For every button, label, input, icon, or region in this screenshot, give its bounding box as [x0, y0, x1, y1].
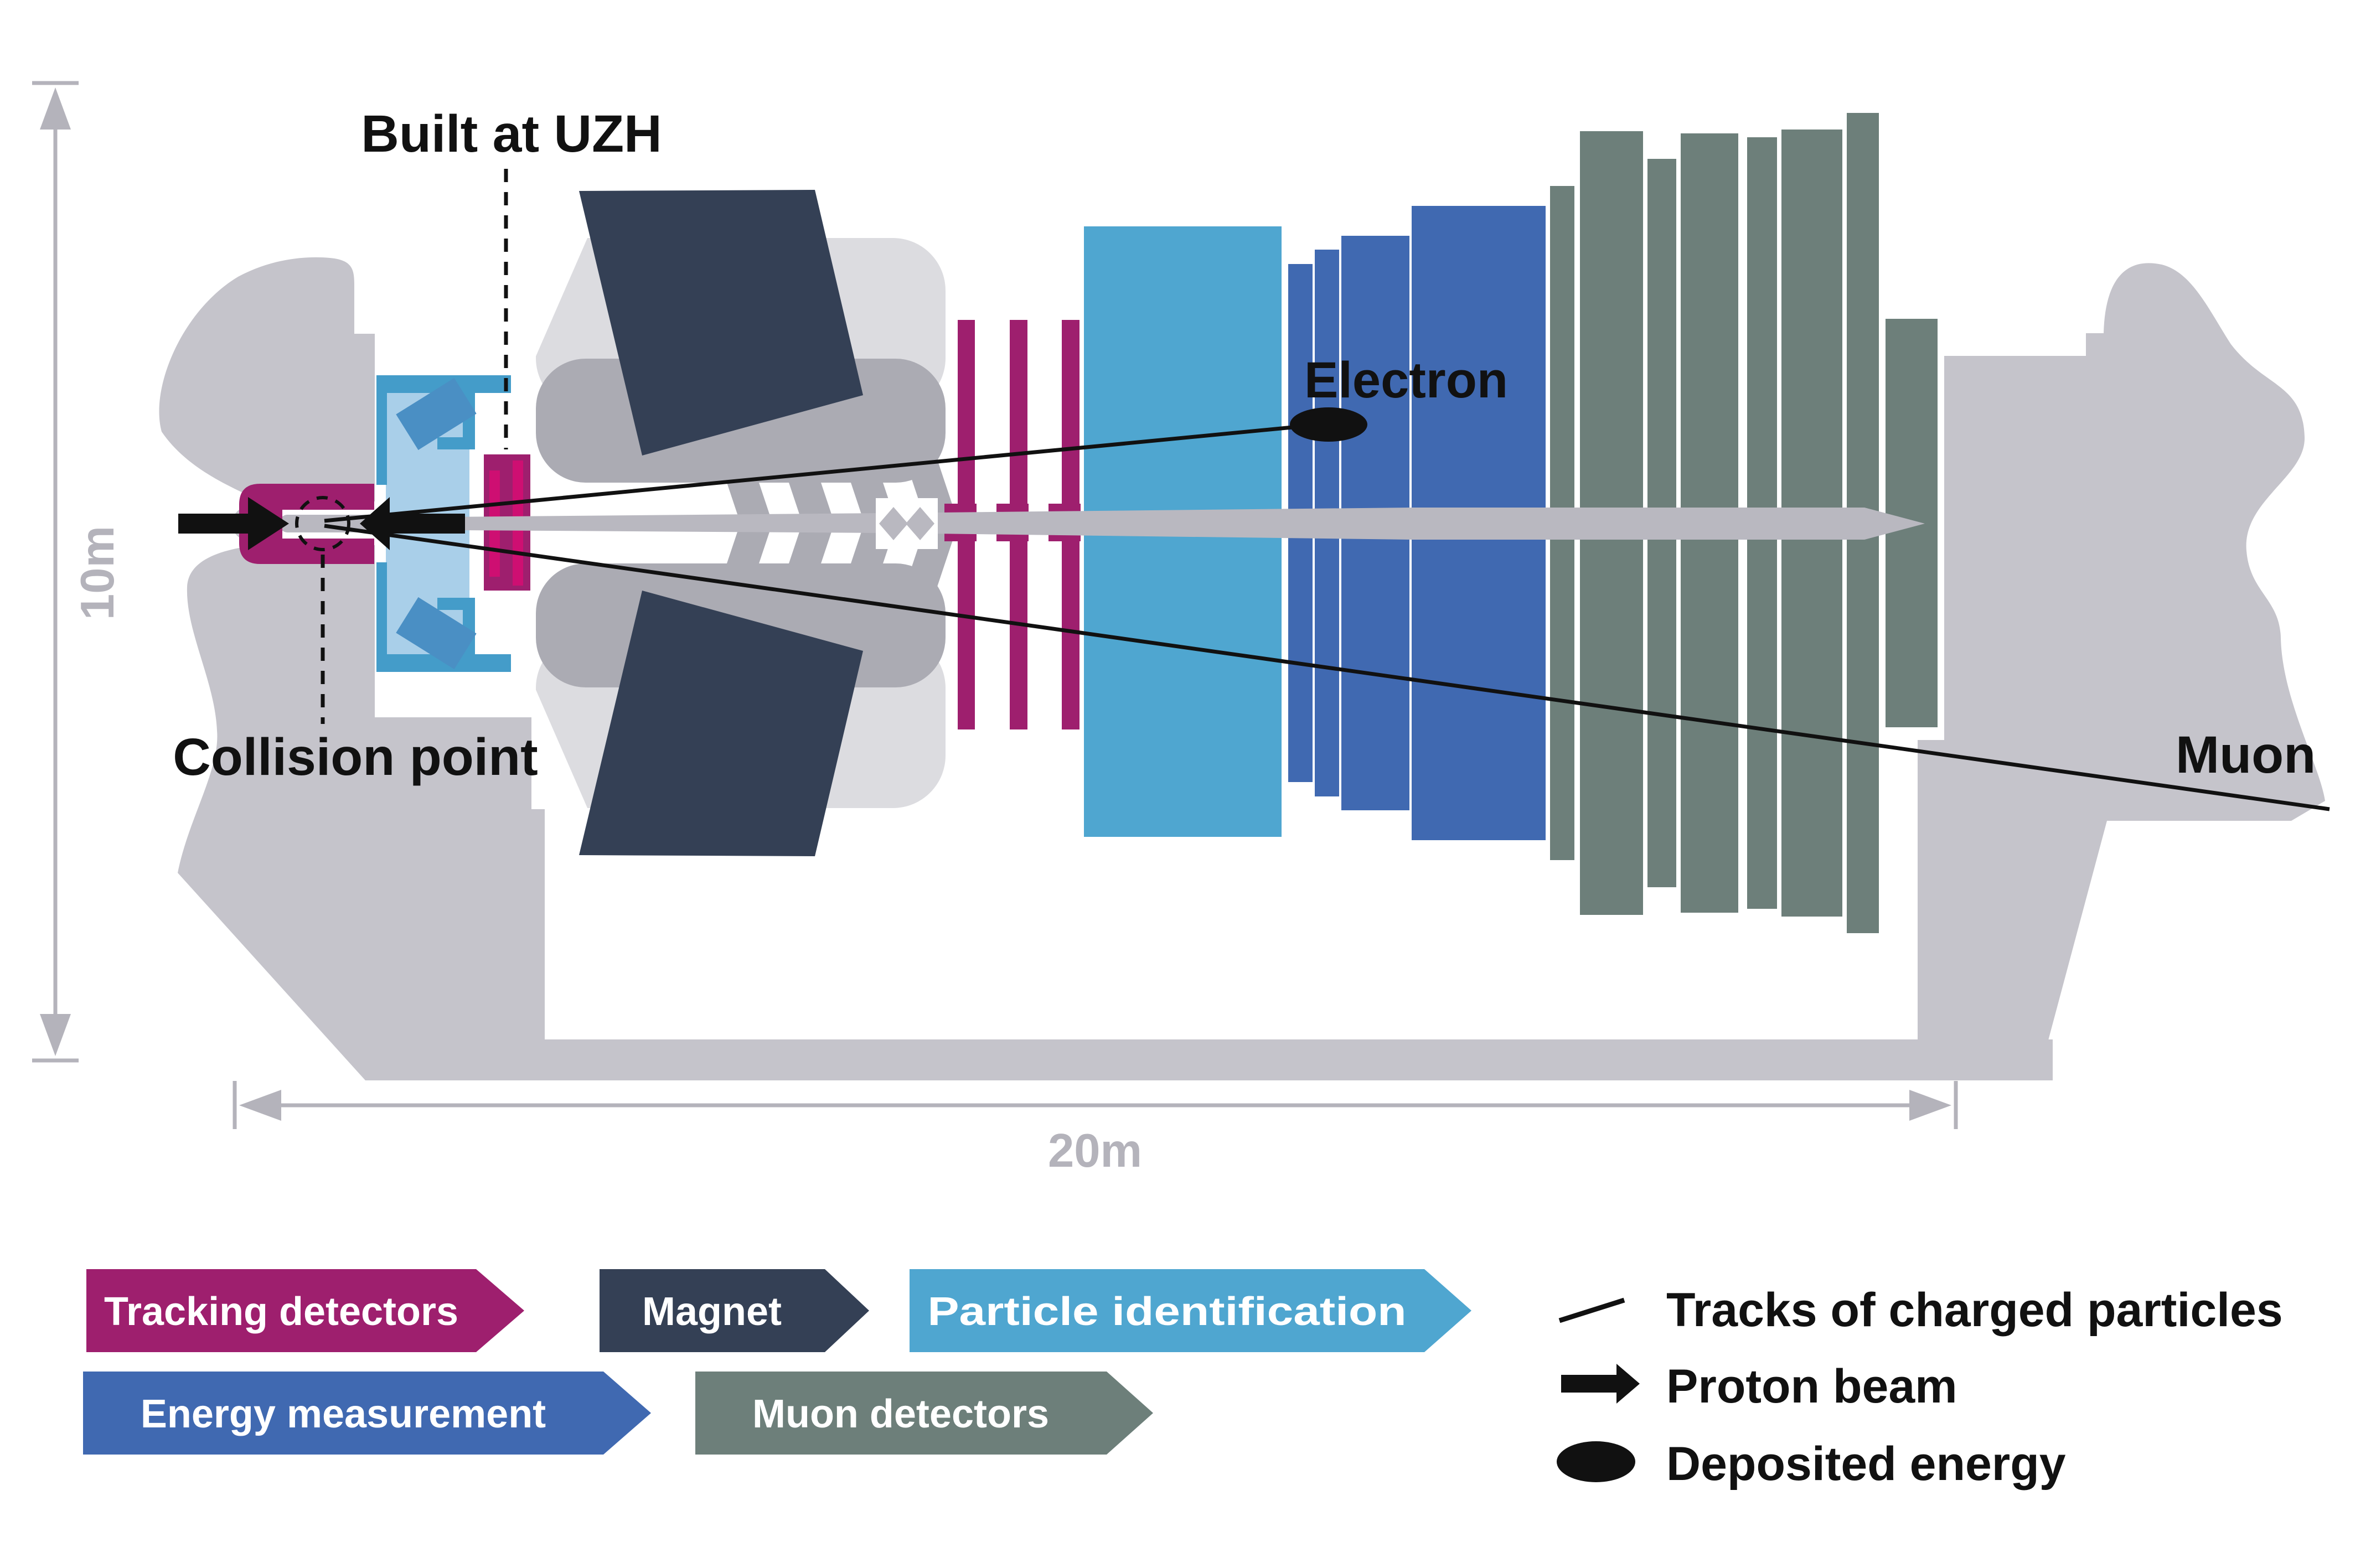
collision-point-circle — [295, 496, 350, 551]
coil-finger — [711, 530, 770, 610]
yoke-roof-notch — [531, 680, 588, 809]
coil-finger — [711, 436, 770, 516]
badge-muon-detectors — [695, 1372, 1153, 1455]
proton-arrow-left-head — [248, 497, 289, 550]
height-label: 10m — [71, 526, 124, 620]
rich1-mirror-bottom — [396, 597, 477, 670]
yoke-roof-notch — [531, 237, 588, 366]
beam-bellows-icon — [879, 507, 908, 540]
proton-arrow-right-shaft — [388, 514, 465, 534]
arrow-right-icon — [1909, 1090, 1951, 1121]
badge-tracking-detectors-label: Tracking detectors — [104, 1290, 458, 1334]
arrow-up-icon — [40, 87, 71, 130]
legend-tracks-label: Tracks of charged particles — [1666, 1284, 2283, 1337]
coil-finger — [835, 436, 894, 516]
legend-symbols: Tracks of charged particles Proton beam … — [1557, 1284, 2283, 1491]
badge-energy-measurement — [83, 1372, 651, 1455]
track-line-icon — [1558, 1297, 1625, 1323]
rich1-left-wall-top — [376, 375, 387, 485]
badge-muon-detectors-label: Muon detectors — [752, 1392, 1049, 1436]
legend-proton-beam-label: Proton beam — [1666, 1360, 1957, 1413]
proton-beam-arrow-icon — [1561, 1364, 1640, 1404]
built-at-uzh-label: Built at UZH — [361, 105, 662, 163]
length-dimension — [233, 1081, 1958, 1129]
height-dimension-heads: 10m — [40, 87, 124, 1056]
height-dimension — [32, 81, 79, 1063]
badge-tracking-detectors — [86, 1269, 524, 1352]
badge-particle-identification — [910, 1269, 1471, 1352]
rich1-frame — [376, 375, 511, 672]
support-structure — [159, 257, 2325, 1080]
legend-badges: Tracking detectors Magnet Particle ident… — [83, 1269, 1471, 1455]
legend-deposited-energy-label: Deposited energy — [1666, 1437, 2066, 1491]
beam-bellows-icon — [906, 507, 934, 540]
magnet-block-upper — [579, 190, 863, 456]
length-label: 20m — [1048, 1125, 1142, 1177]
muon-track-line — [324, 524, 2330, 811]
badge-energy-measurement-label: Energy measurement — [141, 1392, 546, 1436]
proton-arrow-left-shaft — [178, 514, 250, 534]
particle-tracks — [324, 425, 2330, 811]
arrow-left-icon — [239, 1090, 281, 1121]
floor-band — [381, 1039, 2053, 1080]
coil-finger — [897, 530, 956, 610]
magnet-yoke-lower — [531, 530, 956, 856]
rich1-mirrors — [396, 377, 477, 670]
badge-magnet-label: Magnet — [642, 1290, 782, 1334]
coil-finger — [897, 436, 956, 516]
coil-finger — [835, 530, 894, 610]
electron-label: Electron — [1304, 352, 1508, 408]
left-cavern-wall — [159, 257, 545, 1080]
proton-icon-head — [1616, 1364, 1640, 1404]
proton-beam-arrows — [178, 497, 465, 550]
rich1-hook-bottom-h — [437, 598, 475, 610]
badge-magnet — [600, 1269, 869, 1352]
proton-icon-shaft — [1561, 1375, 1616, 1393]
muon-label: Muon — [2176, 726, 2316, 784]
magnet-block-lower — [579, 591, 863, 856]
deposited-energy-ellipse-icon — [1557, 1441, 1635, 1482]
rich1-hook-top-h — [437, 437, 475, 449]
magnet-yoke-upper — [531, 190, 956, 516]
beam-pipe-main — [379, 508, 1925, 540]
beam-pipe — [280, 498, 1925, 549]
badge-particle-identification-label: Particle identification — [928, 1290, 1407, 1334]
proton-arrow-right-head — [360, 497, 390, 550]
yoke-coil-fingers — [711, 436, 956, 516]
collision-point-label: Collision point — [173, 728, 538, 786]
arrow-down-icon — [40, 1014, 71, 1056]
right-cavern-wall — [1918, 263, 2325, 1075]
electron-track-line — [324, 425, 1293, 523]
rich1-left-wall-bottom — [376, 562, 387, 672]
deposited-energy-blob — [1290, 407, 1367, 442]
annotation-dashes — [295, 169, 508, 724]
length-dimension-heads: 20m — [239, 1090, 1951, 1177]
rich1-mirror-top — [396, 377, 477, 451]
